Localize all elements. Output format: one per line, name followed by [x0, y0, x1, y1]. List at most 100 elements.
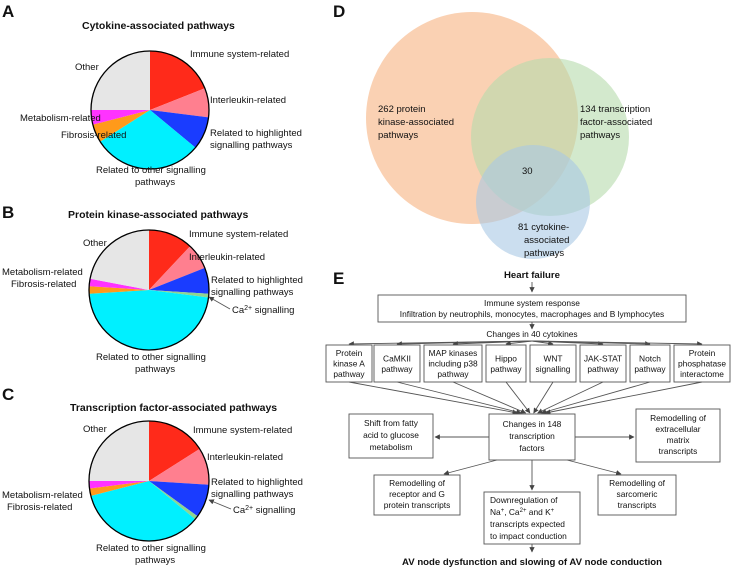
- flow-down-3: transcripts expected: [490, 519, 565, 529]
- venn-label-cytokine-3: pathways: [524, 248, 564, 259]
- flow-ecm-4: transcripts: [659, 446, 698, 456]
- flow-sarcomeric-1: Remodelling of: [609, 478, 666, 488]
- flow-receptor-3: protein transcripts: [384, 500, 451, 510]
- flow-tf-1: Changes in 148: [503, 419, 562, 429]
- flow-pathway-1-line-3: pathway: [333, 369, 365, 379]
- flow-fatty-1: Shift from fatty: [364, 418, 419, 428]
- flow-down-2: Na+, Ca2+ and K+: [490, 507, 555, 517]
- pie-c-label-fibrosis: Fibrosis-related: [7, 502, 72, 513]
- pie-b-label-ca: Ca2+ signalling: [232, 305, 294, 317]
- flow-down-4: to impact conduction: [490, 531, 567, 541]
- flow-arrow-pathway-8-tf: [545, 381, 703, 415]
- flow-tf-2: transcription: [509, 431, 555, 441]
- panel-c-title: Transcription factor-associated pathways: [70, 402, 277, 414]
- flow-pathway-7-line-2: pathway: [634, 364, 666, 374]
- flow-receptor-2: receptor and G: [389, 489, 445, 499]
- pie-b-slice-8: [90, 230, 149, 290]
- pie-b-slice-3: [149, 267, 209, 294]
- flow-arrow-cytokines-pathway-8: [531, 340, 703, 347]
- flow-heart-failure: Heart failure: [504, 270, 560, 281]
- venn-label-cytokine-1: 81 cytokine-: [518, 222, 569, 233]
- flow-box-sarcomeric: [597, 474, 677, 516]
- pie-chart-protein-kinase: [88, 229, 210, 351]
- flow-arrow-cytokines-pathway-4: [505, 340, 533, 347]
- venn-label-tf-1: 134 transcription: [580, 104, 650, 115]
- flow-box-ecm: [635, 408, 721, 463]
- panel-c-letter: C: [2, 385, 14, 404]
- flow-pathway-2-line-2: pathway: [381, 364, 413, 374]
- pie-b-label-highlighted-1: Related to highlighted: [211, 275, 303, 286]
- pie-a-label-other: Other: [75, 62, 99, 73]
- flow-box-pathway-1: [325, 344, 373, 383]
- pie-a-label-metabolism: Metabolism-related: [20, 113, 101, 124]
- pie-a-slice-6: [91, 110, 150, 125]
- panel-d-letter: D: [333, 2, 345, 21]
- flow-pathway-3-line-3: pathway: [437, 369, 469, 379]
- panel-a-letter: A: [2, 2, 14, 21]
- panel-e-letter: E: [333, 269, 344, 288]
- flow-fatty-2: acid to glucose: [363, 430, 419, 440]
- flow-box-pathway-8: [673, 344, 731, 383]
- flow-arrow-pathway-2-tf: [396, 381, 522, 415]
- pie-b-label-fibrosis: Fibrosis-related: [11, 279, 76, 290]
- flow-arrow-cytokines-pathway-3: [452, 340, 533, 347]
- pie-b-slice-5: [89, 290, 209, 351]
- pie-c-label-highlighted-1: Related to highlighted: [211, 477, 303, 488]
- flow-pathway-8-line-2: phosphatase: [678, 359, 726, 369]
- pie-a-label-immune: Immune system-related: [190, 49, 289, 60]
- flow-ecm-2: extracellular: [655, 424, 700, 434]
- pie-b-label-metabolism: Metabolism-related: [2, 267, 83, 278]
- flow-cytokines: Changes in 40 cytokines: [486, 329, 577, 339]
- pie-c-slice-7: [89, 481, 149, 489]
- flow-pathway-1-line-1: Protein: [336, 348, 363, 358]
- flow-box-pathway-2: [373, 344, 421, 383]
- flow-arrow-pathway-3-tf: [452, 381, 527, 414]
- flow-down-1: Downregulation of: [490, 495, 558, 505]
- venn-label-protein-1: 262 protein: [378, 104, 426, 115]
- pie-chart-cytokine: [90, 50, 210, 170]
- flow-pathway-5-line-2: signalling: [536, 364, 571, 374]
- pie-a-outline: [90, 50, 210, 170]
- pie-c-slice-8: [89, 421, 149, 481]
- flow-box-pathway-6: [579, 344, 627, 383]
- flow-immune-1: Immune system response: [484, 298, 580, 308]
- panel-b-title: Protein kinase-associated pathways: [68, 209, 248, 221]
- pie-a-slice-2: [150, 88, 210, 118]
- pie-a-slice-4: [100, 110, 196, 170]
- venn-label-cytokine-2: associated: [524, 235, 569, 246]
- flow-arrow-pathway-6-tf: [537, 381, 604, 414]
- venn-label-center: 30: [522, 166, 533, 177]
- pie-b-slice-7: [89, 278, 149, 290]
- pie-a-label-other-signalling-2: pathways: [135, 177, 175, 188]
- pie-c-slice-3: [149, 481, 209, 517]
- pie-b-slice-2: [149, 246, 205, 290]
- flow-box-pathway-5: [529, 344, 577, 383]
- flow-ecm-3: matrix: [667, 435, 691, 445]
- pie-c-label-ca: Ca2+ signalling: [233, 505, 295, 517]
- venn-label-tf-2: factor-associated: [580, 117, 652, 128]
- flow-av-node: AV node dysfunction and slowing of AV no…: [402, 557, 662, 568]
- pie-a-slice-7: [91, 51, 150, 110]
- pie-c-outline: [88, 420, 210, 542]
- panel-a-title: Cytokine-associated pathways: [82, 20, 235, 32]
- flow-arrow-pathway-7-tf: [540, 381, 651, 415]
- pie-c-label-interleukin: Interleukin-related: [207, 452, 283, 463]
- flow-sarcomeric-2: sarcomeric: [617, 489, 658, 499]
- pie-b-label-immune: Immune system-related: [189, 229, 288, 240]
- pie-c-ca-arrow: [208, 499, 232, 510]
- flow-pathway-1-line-2: kinase A: [333, 359, 365, 369]
- flow-arrow-tf-receptor: [443, 459, 498, 476]
- flow-box-immune: [377, 294, 687, 323]
- flow-receptor-1: Remodelling of: [389, 478, 446, 488]
- pie-b-slice-6: [89, 286, 149, 294]
- flow-pathway-6-line-2: pathway: [587, 364, 619, 374]
- pie-c-label-highlighted-2: signalling pathways: [211, 489, 294, 500]
- flow-arrow-pathway-1-tf: [348, 381, 518, 415]
- pie-b-slice-4: [149, 290, 209, 298]
- pie-a-label-fibrosis: Fibrosis-related: [61, 130, 126, 141]
- pie-a-label-highlighted-2: signalling pathways: [210, 140, 293, 151]
- flow-tf-3: factors: [519, 443, 544, 453]
- pie-c-slice-6: [89, 481, 149, 496]
- pie-b-label-other-signalling-2: pathways: [135, 364, 175, 375]
